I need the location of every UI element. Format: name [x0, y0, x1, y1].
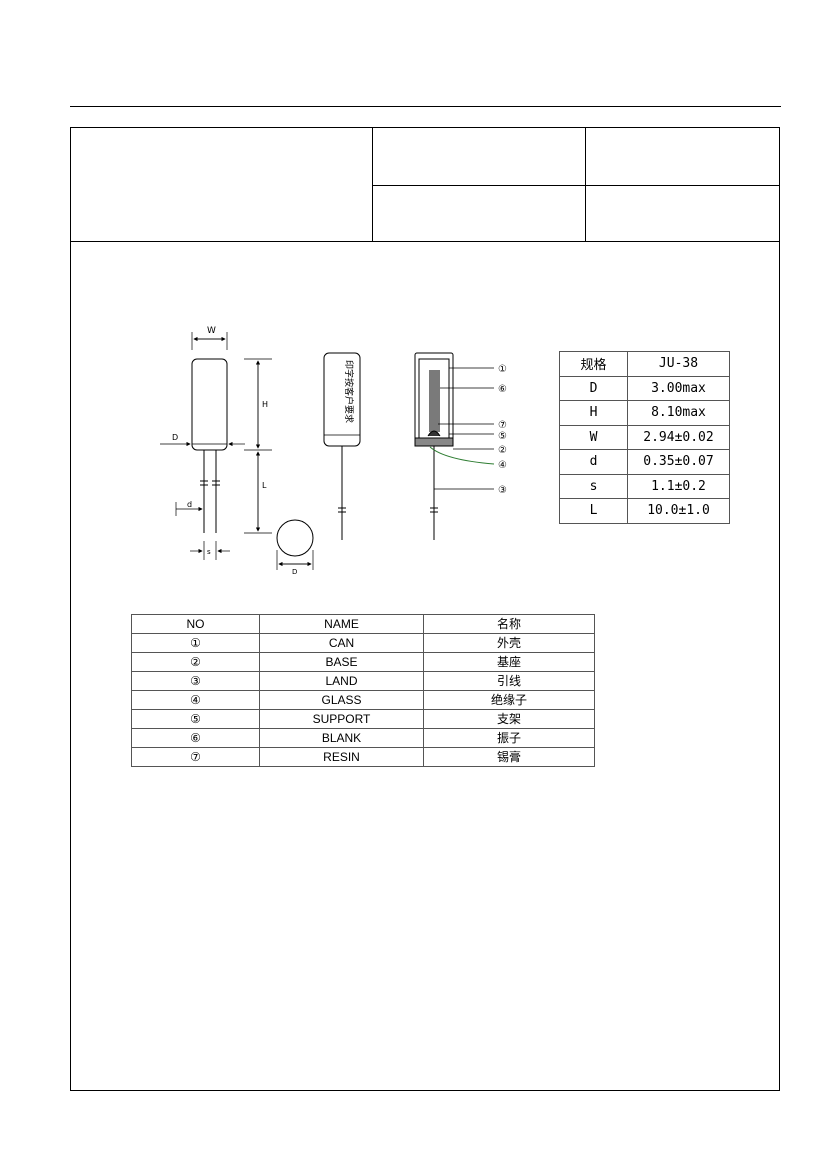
part-no: ① — [131, 633, 260, 653]
part-name: CAN — [259, 633, 424, 653]
dim-label-w: W — [207, 326, 216, 336]
top-view — [276, 519, 314, 570]
part-name: LAND — [259, 671, 424, 691]
spec-key: L — [559, 498, 628, 524]
callout-2: ② — [498, 445, 507, 456]
side-view-dimensioned — [160, 332, 272, 560]
col-header-cn: 名称 — [423, 614, 595, 634]
spec-row: L 10.0±1.0 — [559, 498, 730, 524]
header-divider-2 — [585, 127, 586, 241]
part-no: ⑤ — [131, 709, 260, 729]
callout-5: ⑤ — [498, 431, 507, 442]
callout-6: ⑥ — [498, 384, 507, 395]
part-cn: 锡膏 — [423, 747, 595, 767]
spec-key: D — [559, 375, 628, 401]
body-marking: 印字按客户要求 — [343, 360, 355, 423]
part-name: RESIN — [259, 747, 424, 767]
spec-value: 8.10max — [627, 400, 730, 426]
document-frame — [70, 127, 780, 1091]
spec-value: 3.00max — [627, 375, 730, 401]
spec-row: d 0.35±0.07 — [559, 449, 730, 475]
part-cn: 外壳 — [423, 633, 595, 653]
spec-value: 10.0±1.0 — [627, 498, 730, 524]
part-name: BASE — [259, 652, 424, 672]
table-row: ⑥ BLANK 振子 — [131, 728, 595, 748]
dim-label-d-side: D — [172, 433, 178, 442]
part-name: GLASS — [259, 690, 424, 710]
spec-table: 规格 JU-38 D 3.00max H 8.10max W 2.94±0.02… — [559, 351, 730, 524]
callout-4: ④ — [498, 460, 507, 471]
part-no: ③ — [131, 671, 260, 691]
spec-value: 2.94±0.02 — [627, 424, 730, 450]
spec-header-value: JU-38 — [627, 351, 730, 377]
dim-label-l: L — [262, 481, 267, 490]
table-row: ③ LAND 引线 — [131, 671, 595, 691]
header-divider-1 — [372, 127, 373, 241]
header-divider-3 — [372, 185, 780, 186]
spec-row: H 8.10max — [559, 400, 730, 426]
table-row: ⑤ SUPPORT 支架 — [131, 709, 595, 729]
spec-key: d — [559, 449, 628, 475]
side-view-marked — [323, 352, 361, 540]
part-cn: 引线 — [423, 671, 595, 691]
part-no: ⑥ — [131, 728, 260, 748]
top-rule — [70, 106, 781, 107]
table-row: ④ GLASS 绝缘子 — [131, 690, 595, 710]
part-cn: 振子 — [423, 728, 595, 748]
dim-label-d-round: D — [292, 568, 297, 576]
dim-label-s: s — [207, 548, 211, 556]
col-header-name: NAME — [259, 614, 424, 634]
part-cn: 基座 — [423, 652, 595, 672]
dim-label-d-lead: d — [187, 500, 192, 509]
part-name: SUPPORT — [259, 709, 424, 729]
callout-labels: ① ⑥ ⑦ ⑤ ② ④ ③ — [498, 364, 507, 496]
header-bottom-border — [70, 241, 780, 242]
parts-table: NO NAME 名称 ① CAN 外壳 ② BASE 基座 ③ LAND 引线 … — [131, 614, 595, 767]
spec-key: H — [559, 400, 628, 426]
dim-label-h: H — [262, 400, 268, 409]
spec-key: W — [559, 424, 628, 450]
col-header-no: NO — [131, 614, 260, 634]
spec-value: 0.35±0.07 — [627, 449, 730, 475]
callout-3: ③ — [498, 485, 507, 496]
spec-row: s 1.1±0.2 — [559, 473, 730, 499]
spec-value: 1.1±0.2 — [627, 473, 730, 499]
spec-key: s — [559, 473, 628, 499]
table-row: ① CAN 外壳 — [131, 633, 595, 653]
table-row: ② BASE 基座 — [131, 652, 595, 672]
part-no: ⑦ — [131, 747, 260, 767]
part-no: ② — [131, 652, 260, 672]
part-cn: 绝缘子 — [423, 690, 595, 710]
spec-header-row: 规格 JU-38 — [559, 351, 730, 377]
spec-header-key: 规格 — [559, 351, 628, 377]
spec-row: D 3.00max — [559, 375, 730, 401]
table-row: ⑦ RESIN 锡膏 — [131, 747, 595, 767]
parts-header-row: NO NAME 名称 — [131, 614, 595, 634]
callout-1: ① — [498, 364, 507, 375]
callout-7: ⑦ — [498, 420, 507, 431]
part-no: ④ — [131, 690, 260, 710]
part-cn: 支架 — [423, 709, 595, 729]
section-view — [414, 352, 495, 540]
part-name: BLANK — [259, 728, 424, 748]
spec-row: W 2.94±0.02 — [559, 424, 730, 450]
